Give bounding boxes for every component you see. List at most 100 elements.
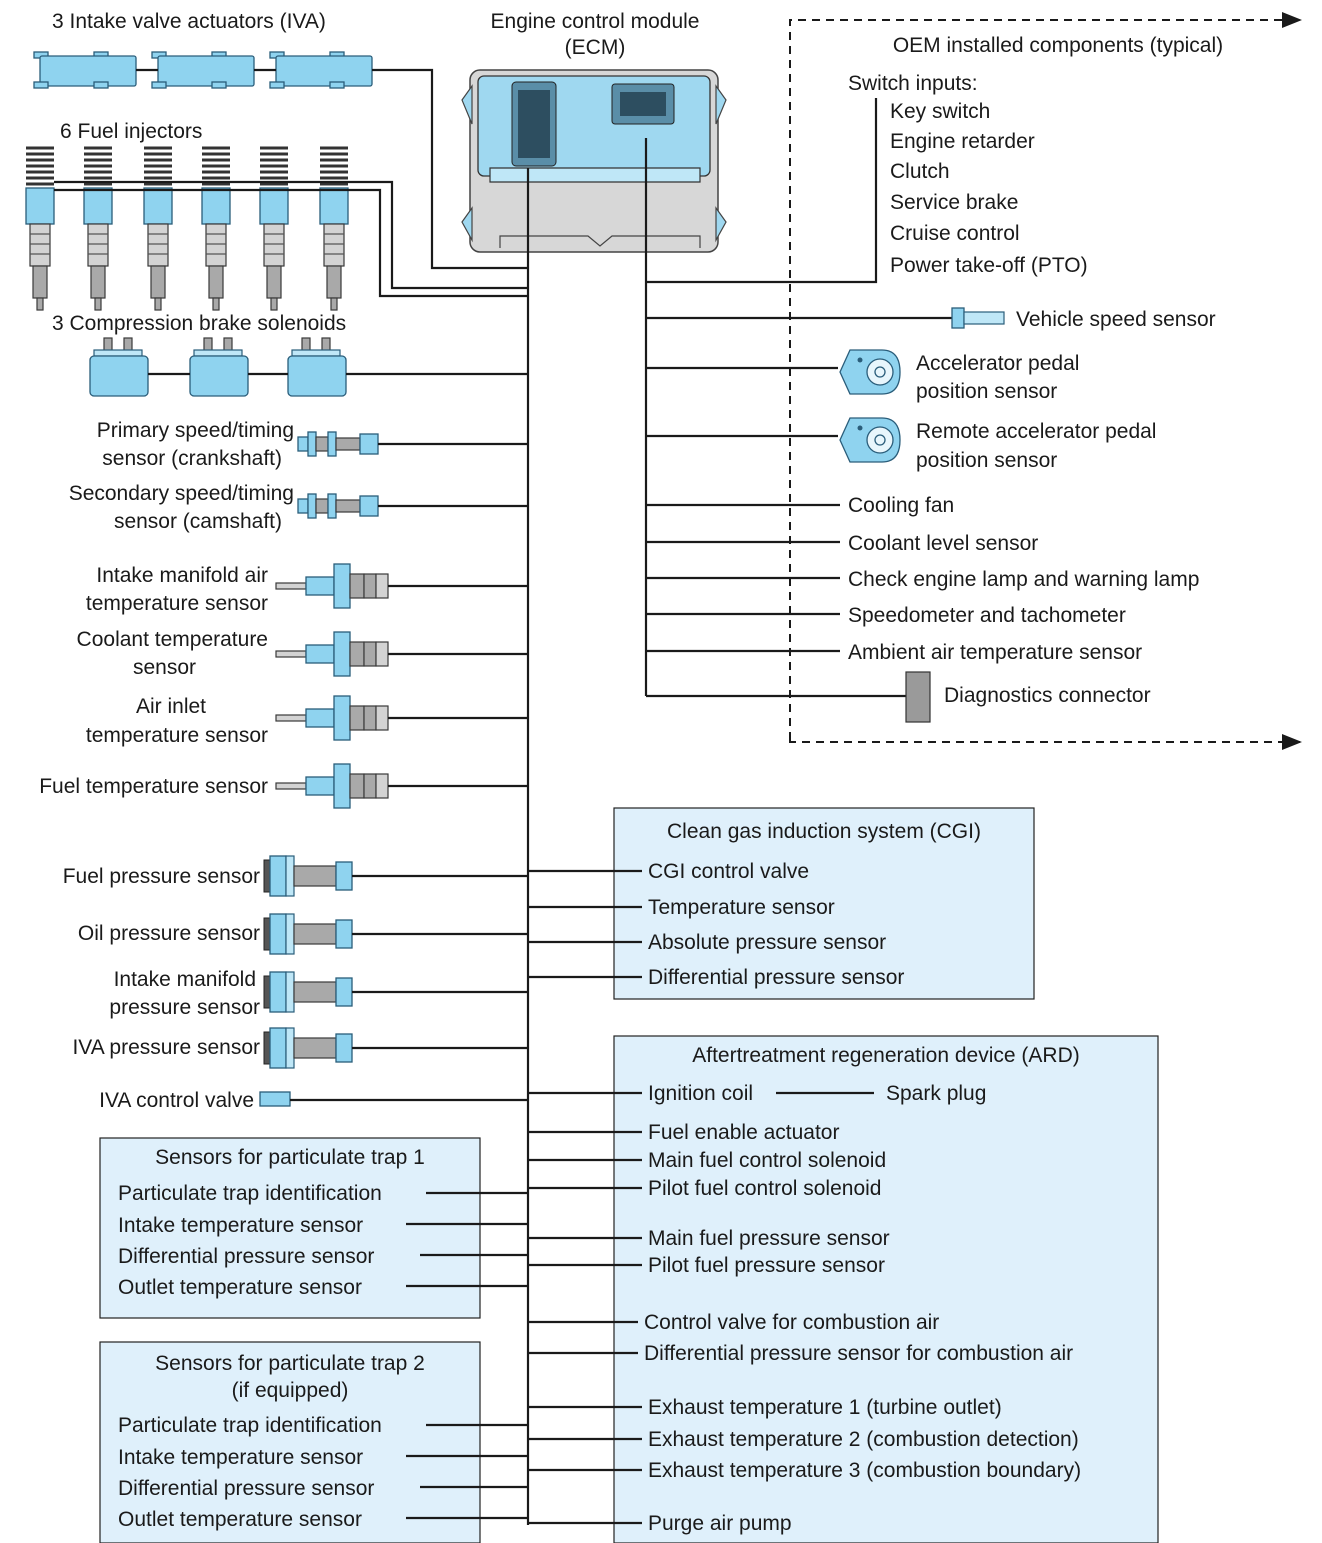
trap2-item-1: Particulate trap identification: [118, 1414, 382, 1437]
secondary-timing-label-2: sensor (camshaft): [114, 510, 282, 533]
air-inlet-temp-label-1: Air inlet: [136, 695, 206, 718]
switch-retarder: Engine retarder: [890, 130, 1035, 153]
secondary-timing-sensor-icon: [297, 493, 379, 519]
remote-pedal-label-1: Remote accelerator pedal: [916, 420, 1156, 443]
trap2-title-2: (if equipped): [232, 1379, 349, 1402]
speedometer-label: Speedometer and tachometer: [848, 604, 1126, 627]
intake-pressure-label-1: Intake manifold: [114, 968, 256, 991]
check-engine-lamp-label: Check engine lamp and warning lamp: [848, 568, 1199, 591]
fuel-pressure-sensor-icon: [263, 855, 353, 897]
switch-clutch: Clutch: [890, 160, 950, 183]
primary-timing-sensor-icon: [297, 431, 379, 457]
ard-item-3: Pilot fuel control solenoid: [648, 1177, 881, 1200]
trap1-item-2: Intake temperature sensor: [118, 1214, 363, 1237]
brake-solenoids-label: 3 Compression brake solenoids: [52, 312, 346, 335]
diagnostics-label: Diagnostics connector: [944, 684, 1151, 707]
fuel-temp-sensor-icon: [275, 763, 389, 809]
cgi-item-4: Differential pressure sensor: [648, 966, 904, 989]
ard-item-8: Exhaust temperature 1 (turbine outlet): [648, 1396, 1002, 1419]
ecm-label-line1: Engine control module: [491, 10, 700, 33]
oem-boundary-top: [789, 12, 1302, 740]
ard-item-11: Purge air pump: [648, 1512, 792, 1535]
trap2-item-3: Differential pressure sensor: [118, 1477, 374, 1500]
intake-air-temp-sensor-icon: [275, 563, 389, 609]
iva-actuators-label: 3 Intake valve actuators (IVA): [52, 10, 326, 33]
primary-timing-label-2: sensor (crankshaft): [102, 447, 282, 470]
oil-pressure-label: Oil pressure sensor: [78, 922, 260, 945]
oil-pressure-sensor-icon: [263, 913, 353, 955]
intake-pressure-label-2: pressure sensor: [109, 996, 260, 1019]
ard-item-4: Main fuel pressure sensor: [648, 1227, 890, 1250]
remote-pedal-label-2: position sensor: [916, 449, 1057, 472]
vehicle-speed-label: Vehicle speed sensor: [1016, 308, 1216, 331]
ard-item-10: Exhaust temperature 3 (combustion bounda…: [648, 1459, 1081, 1482]
iva-pressure-sensor-icon: [263, 1027, 353, 1069]
switch-pto: Power take-off (PTO): [890, 254, 1088, 277]
iva-valve-label: IVA control valve: [99, 1089, 254, 1112]
ard-ignition-coil: Ignition coil: [648, 1082, 753, 1105]
switch-input-wire: [646, 98, 878, 284]
ard-item-2: Main fuel control solenoid: [648, 1149, 886, 1172]
trap2-box: [99, 1341, 481, 1543]
trap2-item-2: Intake temperature sensor: [118, 1446, 363, 1469]
switch-inputs-label: Switch inputs:: [848, 72, 978, 95]
cgi-box: [613, 807, 1035, 1000]
coolant-level-label: Coolant level sensor: [848, 532, 1038, 555]
diagnostics-connector-icon: [905, 671, 931, 723]
oem-output-wires: [646, 503, 840, 653]
intake-pressure-sensor-icon: [263, 971, 353, 1013]
trap2-title-1: Sensors for particulate trap 2: [155, 1352, 425, 1375]
iva-pressure-label: IVA pressure sensor: [72, 1036, 260, 1059]
ard-item-7: Differential pressure sensor for combust…: [644, 1342, 1073, 1365]
accel-pedal-label-1: Accelerator pedal: [916, 352, 1079, 375]
secondary-timing-label-1: Secondary speed/timing: [69, 482, 294, 505]
primary-timing-label-1: Primary speed/timing: [97, 419, 294, 442]
ecm-label-line2: (ECM): [565, 36, 626, 59]
cooling-fan-label: Cooling fan: [848, 494, 954, 517]
cgi-title: Clean gas induction system (CGI): [667, 820, 981, 843]
fuel-injector-wire: [54, 180, 528, 298]
trap1-item-1: Particulate trap identification: [118, 1182, 382, 1205]
trap1-wires: [406, 1191, 528, 1288]
ard-item-6: Control valve for combustion air: [644, 1311, 939, 1334]
cgi-item-2: Temperature sensor: [648, 896, 835, 919]
coolant-temp-label-2: sensor: [133, 656, 196, 679]
switch-cruise: Cruise control: [890, 222, 1020, 245]
cgi-item-1: CGI control valve: [648, 860, 809, 883]
trap2-item-4: Outlet temperature sensor: [118, 1508, 362, 1531]
intake-air-temp-label-2: temperature sensor: [86, 592, 268, 615]
oem-title: OEM installed components (typical): [893, 34, 1223, 57]
trap1-item-3: Differential pressure sensor: [118, 1245, 374, 1268]
air-inlet-temp-label-2: temperature sensor: [86, 724, 268, 747]
brake-solenoid-group: [89, 337, 347, 397]
fuel-pressure-label: Fuel pressure sensor: [63, 865, 260, 888]
ard-title: Aftertreatment regeneration device (ARD): [692, 1044, 1080, 1067]
intake-air-temp-label-1: Intake manifold air: [96, 564, 268, 587]
accel-pedal-label-2: position sensor: [916, 380, 1057, 403]
switch-key: Key switch: [890, 100, 990, 123]
coolant-temp-sensor-icon: [275, 631, 389, 677]
ecm-module: [461, 69, 727, 253]
fuel-temp-label: Fuel temperature sensor: [39, 775, 268, 798]
iva-actuator-wire: [136, 68, 528, 270]
oem-boundary-bottom: [789, 734, 1302, 750]
fuel-injector-group: [24, 146, 350, 312]
ard-spark-plug: Spark plug: [886, 1082, 986, 1105]
fuel-injectors-label: 6 Fuel injectors: [60, 120, 202, 143]
cgi-item-3: Absolute pressure sensor: [648, 931, 886, 954]
trap1-item-4: Outlet temperature sensor: [118, 1276, 362, 1299]
iva-actuator-group: [33, 51, 373, 89]
air-inlet-temp-sensor-icon: [275, 695, 389, 741]
switch-service-brake: Service brake: [890, 191, 1018, 214]
ard-box: [613, 1035, 1159, 1543]
coolant-temp-label-1: Coolant temperature: [77, 628, 268, 651]
cgi-wires: [528, 869, 642, 979]
ard-item-9: Exhaust temperature 2 (combustion detect…: [648, 1428, 1079, 1451]
trap1-title: Sensors for particulate trap 1: [155, 1146, 425, 1169]
accel-pedal-sensor-icon: [839, 349, 901, 395]
iva-valve-icon: [259, 1091, 291, 1107]
ard-wires: [528, 1091, 642, 1525]
trap1-box: [99, 1137, 481, 1319]
trap2-wires: [406, 1423, 528, 1520]
